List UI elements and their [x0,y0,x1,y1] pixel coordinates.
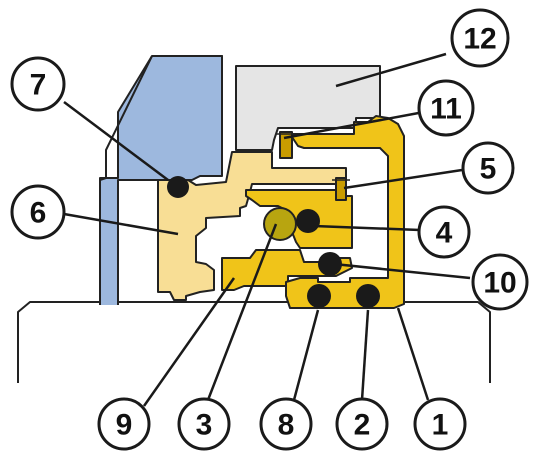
leader-5 [343,168,463,190]
leader-7 [63,101,169,181]
callout-2: 2 [335,397,389,451]
leader-8 [292,309,320,401]
o-ring-seat [296,209,320,233]
svg-text:6: 6 [30,197,47,230]
svg-text:8: 8 [278,409,295,442]
svg-text:10: 10 [483,267,516,300]
callout-5: 5 [461,141,515,195]
leader-10 [333,262,471,280]
svg-text:7: 7 [30,69,47,102]
spring-ball [263,207,297,241]
svg-text:1: 1 [432,409,449,442]
svg-text:2: 2 [354,409,371,442]
drive-pin [332,177,350,201]
callout-1: 1 [413,397,467,451]
leader-6 [63,212,179,236]
gland-plate [235,65,381,151]
o-ring-shaft-left [307,284,331,308]
callout-4: 4 [417,205,471,259]
leader-1 [396,307,430,401]
o-ring-shaft-right [356,284,380,308]
callout-7: 7 [10,56,66,112]
svg-text:3: 3 [196,409,213,442]
set-screw [276,131,296,159]
leader-lines [63,52,471,407]
leader-3 [206,223,278,401]
callout-9: 9 [97,397,151,451]
o-ring-housing [167,176,189,198]
callout-11: 11 [417,79,475,137]
svg-text:4: 4 [436,217,453,250]
o-ring-secondary [318,252,342,276]
leader-4 [313,224,421,232]
leader-12 [335,52,447,88]
svg-text:11: 11 [430,93,462,126]
svg-text:12: 12 [463,23,496,56]
callout-10: 10 [471,253,529,311]
callout-8: 8 [259,397,313,451]
svg-text:5: 5 [480,153,497,186]
callout-12: 12 [450,8,510,68]
callout-3: 3 [177,397,231,451]
leader-2 [360,309,370,401]
leader-9 [142,277,236,407]
leader-11 [283,110,425,140]
housing-face [99,55,153,181]
shaft [17,301,491,383]
callout-6: 6 [10,184,66,240]
svg-text:9: 9 [116,409,133,442]
shaft-sleeve [157,151,347,301]
